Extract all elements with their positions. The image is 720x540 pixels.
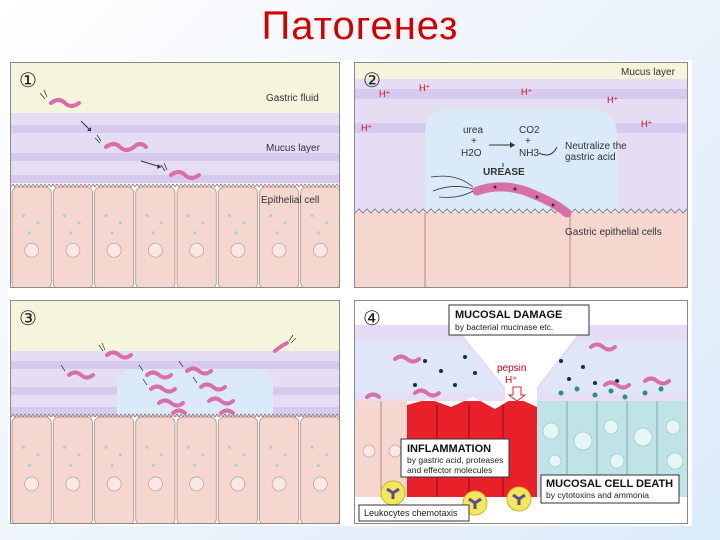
panel-1-colonization: ① Gastric fluid Mucus layer Epithelial c… bbox=[10, 62, 340, 288]
inflammation-subtitle-1: by gastric acid, proteases bbox=[407, 455, 503, 465]
h2o-label: H2O bbox=[461, 148, 482, 159]
cell-nucleus bbox=[106, 242, 122, 258]
mucosal-damage-box: MUCOSAL DAMAGE by bacterial mucinase etc… bbox=[448, 304, 590, 336]
panel-number-2: ② bbox=[363, 68, 381, 92]
epithelial-cell-label: Epithelial cell bbox=[261, 195, 319, 206]
cell-nucleus bbox=[271, 476, 287, 492]
chemotaxis-label: Leukocytes chemotaxis bbox=[364, 508, 458, 518]
chemotaxis-box: Leukocytes chemotaxis bbox=[358, 504, 470, 522]
cell-death-subtitle: by cytotoxins and ammonia bbox=[546, 490, 649, 500]
panel-4-damage: MUCOSAL DAMAGE by bacterial mucinase etc… bbox=[354, 300, 688, 524]
cell-nucleus bbox=[312, 476, 328, 492]
cell-nucleus bbox=[106, 476, 122, 492]
plus-sign: + bbox=[471, 136, 477, 147]
h-plus-label: H⁺ bbox=[505, 375, 518, 386]
epithelial-cell bbox=[11, 186, 52, 287]
panel-number-1: ① bbox=[19, 68, 37, 92]
epithelial-cell-row bbox=[11, 183, 339, 287]
panel-number-4: ④ bbox=[363, 306, 381, 330]
mucus-layer-label: Mucus layer bbox=[266, 143, 321, 154]
co2-label: CO2 bbox=[519, 125, 540, 136]
gastric-fluid-label: Gastric fluid bbox=[266, 93, 319, 104]
mucosal-damage-subtitle: by bacterial mucinase etc. bbox=[455, 322, 553, 332]
cell-nucleus bbox=[189, 476, 205, 492]
pepsin-label: pepsin bbox=[497, 363, 526, 374]
cell-death-title: MUCOSAL CELL DEATH bbox=[546, 478, 673, 490]
arrow-down-icon bbox=[507, 386, 527, 402]
gastric-epithelial-label: Gastric epithelial cells bbox=[565, 227, 662, 238]
h-plus-ion: H⁺ bbox=[607, 95, 618, 105]
cell-nucleus bbox=[189, 242, 205, 258]
epithelial-cell bbox=[135, 186, 176, 287]
epithelial-cell bbox=[176, 186, 217, 287]
page-title: Патогенез bbox=[261, 4, 459, 48]
epithelial-cell bbox=[94, 186, 135, 287]
urease-label: UREASE bbox=[483, 167, 525, 178]
neutralize-label-2: gastric acid bbox=[565, 152, 616, 163]
cell-nucleus bbox=[24, 242, 40, 258]
cell-nucleus bbox=[147, 476, 163, 492]
h-plus-ion: H⁺ bbox=[419, 83, 430, 93]
bacterium-large bbox=[430, 175, 572, 218]
epithelial-cell bbox=[259, 186, 300, 287]
epithelial-cell-row bbox=[11, 413, 339, 523]
panel-number-3: ③ bbox=[19, 306, 37, 330]
bacteria-cluster bbox=[67, 341, 289, 415]
epithelial-cell bbox=[52, 186, 93, 287]
h-plus-ion: H⁺ bbox=[361, 123, 372, 133]
neutralize-label: Neutralize the bbox=[565, 141, 627, 152]
mucus-layer-label-2: Mucus layer bbox=[621, 67, 676, 78]
cell-nucleus bbox=[24, 476, 40, 492]
inflammation-title: INFLAMMATION bbox=[407, 443, 491, 455]
h-plus-ion: H⁺ bbox=[641, 119, 652, 129]
cell-nucleus bbox=[65, 476, 81, 492]
urea-label: urea bbox=[463, 125, 483, 136]
leukocyte-cells bbox=[380, 480, 532, 516]
nh3-label: NH3 bbox=[519, 148, 539, 159]
epithelial-cell bbox=[259, 416, 300, 523]
epithelial-cell bbox=[11, 416, 52, 523]
epithelial-cell bbox=[300, 186, 339, 287]
mucosal-damage-title: MUCOSAL DAMAGE bbox=[455, 309, 562, 321]
epithelial-cell bbox=[135, 416, 176, 523]
epithelial-cell bbox=[300, 416, 339, 523]
panel-2-urease: ② Mucus layer H⁺ H⁺ H⁺ H⁺ H⁺ H⁺ urea + H… bbox=[354, 62, 688, 288]
cell-nucleus bbox=[65, 242, 81, 258]
inflammation-box: INFLAMMATION by gastric acid, proteases … bbox=[400, 438, 510, 478]
h-plus-ion: H⁺ bbox=[379, 89, 390, 99]
plus-sign: + bbox=[525, 136, 531, 147]
inflammation-subtitle-2: and effector molecules bbox=[407, 465, 492, 475]
bacterium-migration-path bbox=[39, 89, 201, 180]
epithelial-cell bbox=[94, 416, 135, 523]
epithelial-cell bbox=[176, 416, 217, 523]
pathogenesis-figure: ① Gastric fluid Mucus layer Epithelial c… bbox=[8, 60, 692, 526]
panel-3-adhesion: ③ bbox=[10, 300, 340, 524]
epithelial-cell bbox=[217, 186, 258, 287]
epithelial-cell bbox=[52, 416, 93, 523]
cell-nucleus bbox=[271, 242, 287, 258]
cell-nucleus bbox=[230, 242, 246, 258]
cell-nucleus bbox=[147, 242, 163, 258]
h-plus-ion: H⁺ bbox=[521, 87, 532, 97]
cell-death-box: MUCOSAL CELL DEATH by cytotoxins and amm… bbox=[540, 474, 680, 504]
cell-nucleus bbox=[312, 242, 328, 258]
epithelial-cell bbox=[217, 416, 258, 523]
cell-nucleus bbox=[230, 476, 246, 492]
